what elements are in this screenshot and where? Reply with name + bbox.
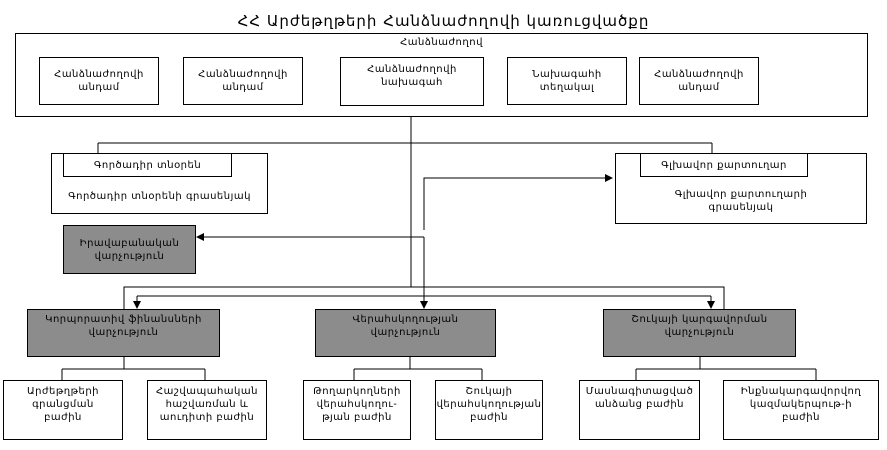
department-corporate-finance: Կորպորատիվ ֆինանսների վարչություն <box>27 309 220 357</box>
commission-label: Հանձնաժողով <box>400 37 483 48</box>
department-market-regulation: Շուկայի կարգավորման վարչություն <box>603 309 796 357</box>
chief-of-staff-office-label: Գործադիր տնօրենի գրասենյակ <box>68 191 251 202</box>
chief-accountant-office-label: Գլխավոր քարտուղարի գրասենյակ <box>674 189 808 213</box>
commission-member-3: Հանձնաժողովի անդամ <box>639 57 759 105</box>
commission-member-1: Հանձնաժողովի անդամ <box>39 57 159 105</box>
arrow-chief-accountant <box>423 174 613 230</box>
unit-specialized-persons: Մասնագիտացված անձանց բաժին <box>579 380 700 440</box>
legal-department: Իրավաբանական վարչություն <box>63 225 196 274</box>
unit-issuer-supervision: Թողարկողների վերահսկողու- թյան բաժին <box>303 380 411 440</box>
deputy-chairman: Նախագահի տեղակալ <box>507 57 627 105</box>
chief-accountant-header: Գլխավոր քարտուղար <box>640 153 808 177</box>
unit-securities-registration: Արժեթղթերի գրանցման բաժին <box>3 380 123 440</box>
commission-chairman: Հանձնաժողովի նախագահ <box>340 57 484 106</box>
department-supervision: Վերահսկողության վարչություն <box>315 309 496 357</box>
unit-self-regulatory-orgs: Ինքնակարգավորվող կազմակերպութ-ի բաժին <box>723 380 879 440</box>
diagram-title: ՀՀ Արժեթղթերի Հանձնաժողովի կառուցվածքը <box>237 12 650 30</box>
unit-market-supervision: Շուկայի վերահսկողության բաժին <box>435 380 543 440</box>
chief-of-staff-header: Գործադիր տնօրեն <box>63 153 232 177</box>
unit-accounting-audit: Հաշվապահական հաշվառման և աուդիտի բաժին <box>147 380 267 440</box>
commission-member-2: Հանձնաժողովի անդամ <box>183 57 303 105</box>
